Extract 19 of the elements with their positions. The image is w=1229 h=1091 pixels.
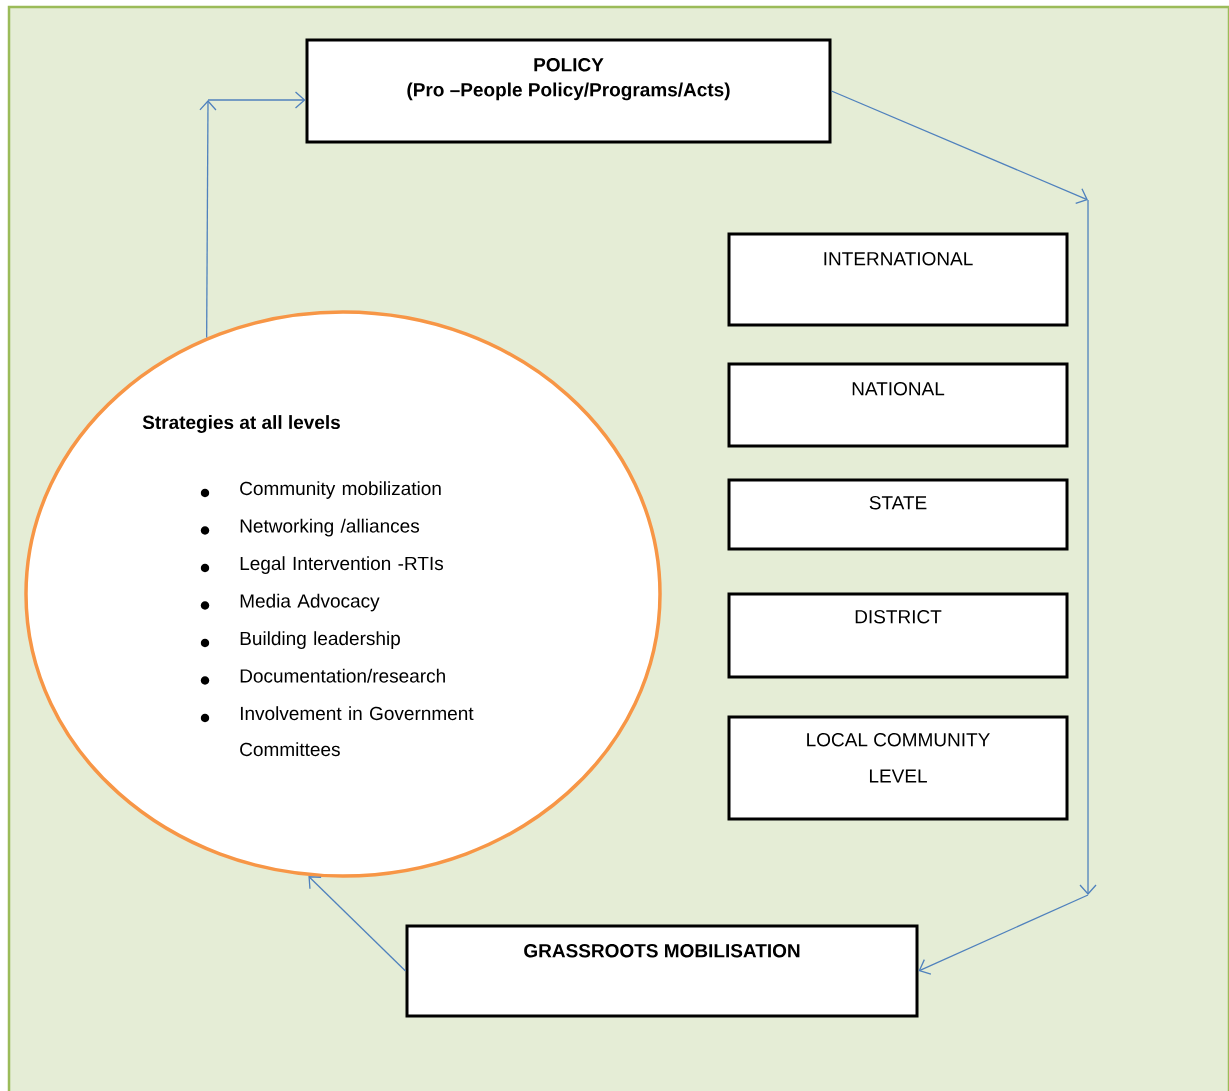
arrow <box>830 90 1097 975</box>
mobilisation-box: GRASSROOTS MOBILISATION <box>405 924 919 1018</box>
bullet-item: Community mobilization <box>240 481 441 499</box>
strategies-ellipse <box>24 310 662 878</box>
level-box: STATE <box>727 478 1069 551</box>
bullet-item: Networking /alliances <box>240 518 420 537</box>
bullet-item: Legal Intervention -RTIs <box>240 556 444 574</box>
bullet-item: Media Advocacy <box>240 593 380 612</box>
bullet-item: Building leadership <box>240 631 400 649</box>
level-box: DISTRICT <box>727 592 1069 679</box>
arrow <box>199 91 306 339</box>
bullet-item: Involvement in Government Committees <box>240 706 474 757</box>
level-box: INTERNATIONAL <box>727 232 1069 327</box>
bullet-item: Documentation/research <box>240 668 445 683</box>
arrow <box>308 876 407 972</box>
heading: Strategies at all levels <box>142 415 340 433</box>
level-box: LOCAL COMMUNITY LEVEL <box>727 715 1069 821</box>
level-box: NATIONAL <box>727 362 1069 448</box>
policy-box: POLICY (Pro –People Policy/Programs/Acts) <box>305 38 832 144</box>
